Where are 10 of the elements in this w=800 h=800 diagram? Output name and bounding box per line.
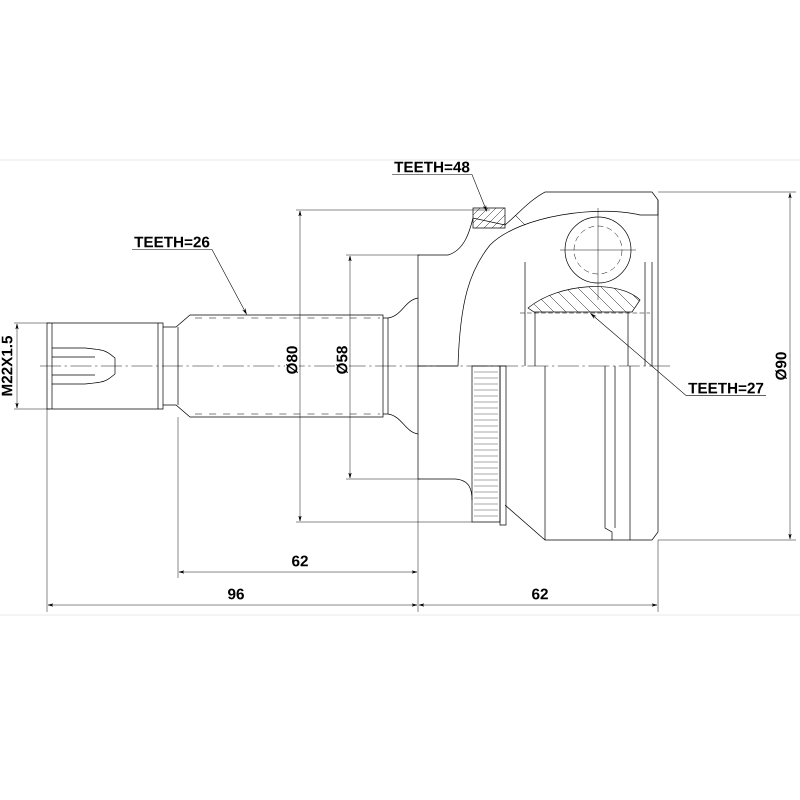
dimension-label: Ø58: [335, 344, 349, 376]
callout-text: TEETH=26: [134, 236, 210, 248]
dimension-label: Ø90: [774, 350, 788, 382]
callout-text: TEETH=27: [688, 382, 764, 394]
dimension-label: 62: [290, 554, 310, 568]
dimension-label: Ø80: [285, 344, 299, 376]
dimension-label: 62: [530, 587, 550, 601]
dimension-label: M22X1.5: [0, 334, 14, 398]
callout-text: TEETH=48: [394, 162, 470, 172]
dimension-label: 96: [226, 587, 246, 601]
